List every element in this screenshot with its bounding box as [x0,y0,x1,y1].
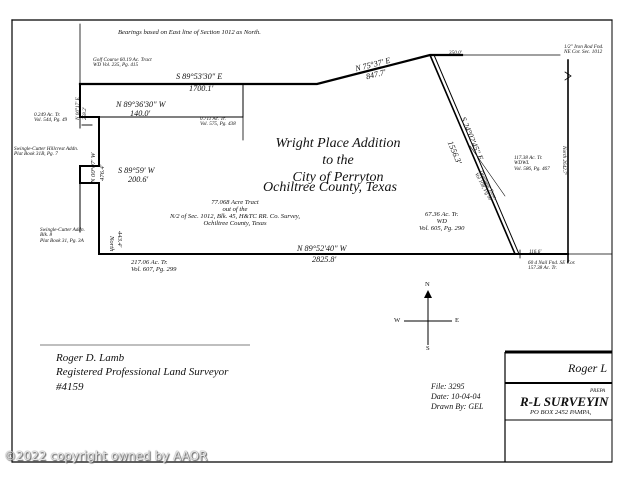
tract-description: 77.068 Acre Tract out of the N/2 of Sec.… [150,199,320,228]
adjoiner-11738-line-1: 117.38 Ac. Tr. [514,155,543,161]
adjoiner-iron-rod: 1/2" Iron Rod Fnd. NE Cor. Sec. 1012 [564,44,604,56]
call-west-2-distance: 200.6' [128,175,149,184]
adjoiner-swingle-line-1: Swingle-Cutter Addn. [40,227,85,233]
surveyor-name: Roger D. Lamb [56,352,125,364]
adjoiner-golf-line-1: Golf Course 60.19 Ac. Tract [93,57,152,63]
adjoiner-0711: 0.711 Ac. Tr. Vol. 575, Pg. 438 [200,116,236,128]
adjoiner-0249: 0.249 Ac. Tr. Vol. 544, Pg. 49 [34,112,68,124]
adjoiner-11738-line-2: WDWL [514,160,530,167]
tract-line-1: 77.068 Acre Tract [211,199,259,206]
title-block-address: PO BOX 2452 PAMPA, [530,409,592,416]
west-boundary [79,83,100,255]
plat-title-line-2: to the [322,152,354,168]
adjoiner-21706-line-2: Vol. 607, Pg. 299 [131,265,177,273]
adjoiner-21706-line-1: 217.06 Ac. Tr. [131,259,168,266]
adjoiner-6736-line-2: WD [436,217,447,225]
adjoiner-golf-line-2: WD Vol. 235, Pg. 415 [93,62,139,69]
adjoiner-golf-course: Golf Course 60.19 Ac. Tract WD Vol. 235,… [93,57,152,69]
adjoiner-nail-line-1: 60 d Nail Fnd. SE Cor. [528,260,576,266]
copyright-watermark: ©2022 copyright owned by AAOR [4,449,208,463]
call-west-upper-vertical-distance: 258.2' [82,107,88,120]
call-west-upper-vertical: N 00°17' E [75,97,81,120]
call-west-mid-vertical: N 00°07' W [90,152,97,183]
compass-w-label: W [394,317,401,324]
call-west-2: S 89°59' W [118,166,155,175]
call-east-line: North 2642.7' [561,146,567,175]
east-boundary-inner [433,54,520,255]
plat-title-line-3: City of Perryton [292,169,384,185]
adjoiner-swingle-line-3: Plat Book 31, Pg. 3A [40,237,84,244]
adjoiner-swingle-line-2: Blk. 8 [40,232,53,239]
call-west-1-distance: 140.0' [130,109,151,118]
title-block-company: R-L SURVEYIN [520,394,609,409]
call-west-mid-vertical-distance: 476.4' [99,164,106,181]
section-east-break [564,71,572,81]
tract-line-4: Ochiltree County, Texas [203,219,267,227]
compass-e-label: E [455,317,460,324]
file-info: File: 3295 Date: 10-04-04 Drawn By: GEL [431,382,483,412]
call-south: N 89°52'40" W [297,244,347,253]
adjoiner-0249-line-1: 0.249 Ac. Tr. [34,112,61,118]
adjoiner-0249-line-2: Vol. 544, Pg. 49 [34,117,68,124]
tract-line-2: out of the [222,205,248,213]
adjoiner-iron-rod-line-2: NE Cor. Sec. 1012 [564,49,603,56]
file-date: Date: 10-04-04 [431,392,481,401]
compass-rose [404,290,452,345]
call-west-1: N 89°36'30" W [116,100,166,109]
plat-title: Wright Place Addition to the City of Per… [263,136,413,186]
adjoiner-hillcrest-line-1: Swingle-Cutter Hillcrest Addn. [14,146,79,152]
adjoiner-6736-line-1: 67.36 Ac. Tr. [425,211,459,218]
adjoiner-6736: 67.36 Ac. Tr. WD Vol. 605, Pg. 290 [419,211,465,233]
adjoiner-11738: 117.38 Ac. Tr. WDWL Vol. 586, Pg. 467 [514,155,550,172]
bearing-note: Bearings based on East line of Section 1… [118,29,261,36]
east-boundary [428,53,517,256]
plat-title-line-1: Wright Place Addition [275,136,401,151]
compass-north-arrow [424,290,432,298]
adjoiner-6736-line-3: Vol. 605, Pg. 290 [419,224,465,232]
adjoiner-21706: 217.06 Ac. Tr. Vol. 607, Pg. 299 [131,259,177,274]
north-boundary [78,53,464,86]
file-number: File: 3295 [431,382,465,391]
adjoiner-0711-line-2: Vol. 575, Pg. 438 [200,121,236,128]
surveyor-block: Roger D. Lamb Registered Professional La… [56,351,228,394]
adjoiner-hillcrest: Swingle-Cutter Hillcrest Addn. Plat Book… [14,146,79,158]
call-north-3-distance: 350.0' [449,50,462,56]
drainage-line [469,145,506,197]
title-block-prepared: PREPA [590,388,606,394]
compass-s-label: S [426,345,430,352]
call-west-low-vertical-distance: 443.4' [116,231,123,248]
adjoiner-hillcrest-line-2: Plat Book 31B, Pg. 7 [14,151,58,158]
call-west-low-vertical: North [108,236,115,252]
call-south-end: 116.6' [529,249,542,255]
title-block-name: Roger L [568,361,607,375]
call-north-1: S 89°53'30" E [176,72,223,81]
plat-title-line-4: Ochiltree County, Texas [263,180,397,195]
call-south-distance: 2825.8' [312,255,337,264]
compass-n-label: N [425,281,430,288]
tract-line-3: N/2 of Sec. 1012, Blk. 45, H&TC RR. Co. … [169,212,301,220]
file-drawn-by: Drawn By: GEL [431,402,484,411]
surveyor-title: Registered Professional Land Surveyor [56,366,229,379]
surveyor-number: #4159 [56,380,84,393]
adjoiner-11738-line-3: Vol. 586, Pg. 467 [514,165,550,172]
adjoiner-iron-rod-line-1: 1/2" Iron Rod Fnd. [564,44,604,50]
adjoiner-swingle-cutter: Swingle-Cutter Addn. Blk. 8 Plat Book 31… [40,227,85,244]
adjoiner-0711-line-1: 0.711 Ac. Tr. [200,116,226,122]
adjoiner-nail-line-2: 157.38 Ac. Tr. [528,265,557,272]
call-north-1-distance: 1700.1' [189,84,214,93]
adjoiner-nail-corner: 60 d Nail Fnd. SE Cor. 157.38 Ac. Tr. [528,260,576,272]
